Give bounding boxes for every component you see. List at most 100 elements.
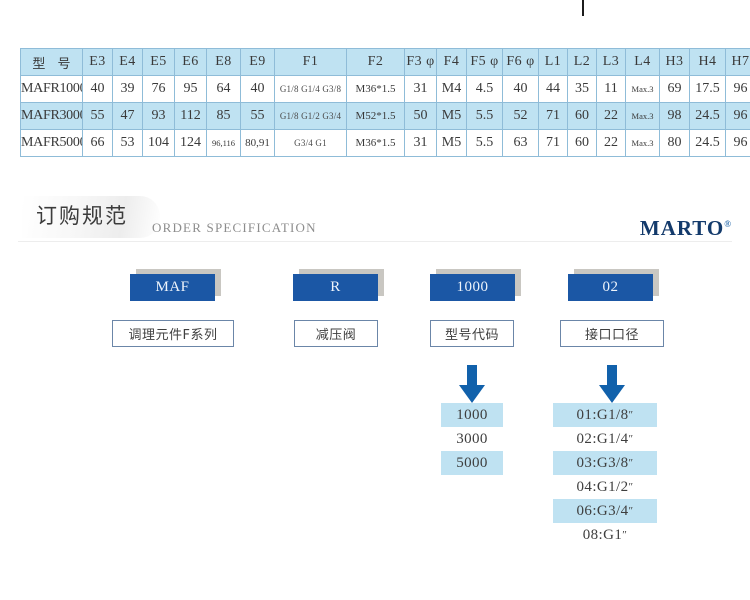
code-box-value: 1000 — [430, 274, 515, 301]
code-box-r: R — [293, 269, 384, 301]
cell-f5: 5.5 — [466, 129, 503, 157]
inch-mark: ″ — [628, 457, 634, 469]
brand-name: MARTO — [639, 216, 725, 240]
cell-l4: Max.3 — [625, 129, 660, 157]
cell-h7: 96 — [725, 129, 750, 157]
section-header: 订购规范 ORDER SPECIFICATION MARTO® — [0, 196, 750, 248]
cell-f6: 40 — [502, 75, 539, 103]
cell-e6: 95 — [174, 75, 207, 103]
cell-l2: 60 — [567, 129, 597, 157]
cell-e4: 53 — [112, 129, 143, 157]
cell-f4: M4 — [436, 75, 467, 103]
column-header-e9: E9 — [240, 48, 275, 76]
down-arrow-icon-model-code — [459, 365, 485, 403]
list-item[interactable]: 02:G1/4″ — [553, 427, 657, 451]
cell-e9: 80,91 — [240, 129, 275, 157]
cell-l1: 71 — [538, 129, 568, 157]
cell-f5: 5.5 — [466, 102, 503, 130]
port-size-option-list: 01:G1/8″ 02:G1/4″ 03:G3/8″ 04:G1/2″ 06:G… — [553, 403, 657, 547]
cell-e9: 55 — [240, 102, 275, 130]
list-item[interactable]: 1000 — [441, 403, 503, 427]
list-item[interactable]: 3000 — [456, 430, 488, 447]
list-item[interactable]: 06:G3/4″ — [553, 499, 657, 523]
inch-mark: ″ — [628, 409, 634, 421]
code-box-maf: MAF — [130, 269, 221, 301]
cell-f3: 31 — [404, 75, 437, 103]
cell-h4: 17.5 — [689, 75, 726, 103]
cell-l2: 60 — [567, 102, 597, 130]
cell-f2: M52*1.5 — [346, 102, 405, 130]
cell-model: MAFR1000 — [20, 75, 83, 103]
column-header-h7: H7 — [725, 48, 750, 76]
list-item[interactable]: 04:G1/2″ — [553, 475, 657, 499]
cell-e4: 39 — [112, 75, 143, 103]
cell-f2: M36*1.5 — [346, 75, 405, 103]
cell-f1: G1/8 G1/2 G3/4 — [274, 102, 347, 130]
column-header-e5: E5 — [142, 48, 175, 76]
cell-e3: 66 — [82, 129, 113, 157]
page-artifact-mark — [582, 0, 584, 16]
table-row: MAFR5000 66 53 104 124 96,116 80,91 G3/4… — [20, 129, 750, 157]
cell-e3: 55 — [82, 102, 113, 130]
cell-e5: 104 — [142, 129, 175, 157]
cell-h3: 69 — [659, 75, 690, 103]
section-title-cn: 订购规范 — [36, 204, 128, 228]
list-item[interactable]: 08:G1″ — [553, 523, 657, 547]
cell-f5: 4.5 — [466, 75, 503, 103]
cell-e6: 112 — [174, 102, 207, 130]
column-header-e6: E6 — [174, 48, 207, 76]
arrow-head — [599, 385, 625, 403]
model-code-option-list: 1000 3000 5000 — [441, 403, 503, 475]
table-row: MAFR1000 40 39 76 95 64 40 G1/8 G1/4 G3/… — [20, 75, 750, 103]
code-box-02: 02 — [568, 269, 659, 301]
list-item-label: 08:G1 — [582, 526, 623, 543]
cell-f6: 52 — [502, 102, 539, 130]
cell-h7: 96 — [725, 75, 750, 103]
column-header-e4: E4 — [112, 48, 143, 76]
cell-l3: 22 — [596, 102, 626, 130]
cell-l2: 35 — [567, 75, 597, 103]
column-header-f4: F4 — [436, 48, 467, 76]
cell-l3: 11 — [596, 75, 626, 103]
cell-h4: 24.5 — [689, 129, 726, 157]
list-item-label: 04:G1/2 — [576, 478, 629, 495]
brand-logo: MARTO® — [640, 216, 732, 241]
arrow-stem — [607, 365, 617, 387]
inch-mark: ″ — [622, 529, 628, 541]
cell-f4: M5 — [436, 129, 467, 157]
cell-l4: Max.3 — [625, 75, 660, 103]
column-header-l2: L2 — [567, 48, 597, 76]
cell-l4: Max.3 — [625, 102, 660, 130]
column-header-model: 型 号 — [20, 48, 83, 76]
cell-e8: 64 — [206, 75, 241, 103]
cell-h3: 80 — [659, 129, 690, 157]
cell-e4: 47 — [112, 102, 143, 130]
header-divider — [18, 241, 732, 242]
label-box-valve-type: 减压阀 — [294, 320, 378, 347]
column-header-f3: F3 φ — [404, 48, 437, 76]
code-box-value: 02 — [568, 274, 653, 301]
cell-h4: 24.5 — [689, 102, 726, 130]
list-item[interactable]: 5000 — [441, 451, 503, 475]
code-box-value: R — [293, 274, 378, 301]
list-item[interactable]: 01:G1/8″ — [553, 403, 657, 427]
header-decor-shape — [22, 196, 160, 238]
cell-e8: 96,116 — [206, 129, 241, 157]
cell-f1: G3/4 G1 — [274, 129, 347, 157]
section-title-en: ORDER SPECIFICATION — [152, 220, 317, 235]
specification-table: 型 号 E3 E4 E5 E6 E8 E9 F1 F2 F3 φ F4 F5 φ… — [20, 48, 750, 157]
arrow-head — [459, 385, 485, 403]
label-box-port-size: 接口口径 — [560, 320, 664, 347]
column-header-h4: H4 — [689, 48, 726, 76]
specification-table-container: 型 号 E3 E4 E5 E6 E8 E9 F1 F2 F3 φ F4 F5 φ… — [20, 48, 750, 157]
arrow-stem — [467, 365, 477, 387]
column-header-e3: E3 — [82, 48, 113, 76]
label-box-series: 调理元件F系列 — [112, 320, 234, 347]
column-header-f6: F6 φ — [502, 48, 539, 76]
cell-l1: 44 — [538, 75, 568, 103]
list-item-label: 01:G1/8 — [576, 406, 629, 423]
column-header-f2: F2 — [346, 48, 405, 76]
cell-f6: 63 — [502, 129, 539, 157]
inch-mark: ″ — [628, 481, 634, 493]
list-item[interactable]: 03:G3/8″ — [553, 451, 657, 475]
